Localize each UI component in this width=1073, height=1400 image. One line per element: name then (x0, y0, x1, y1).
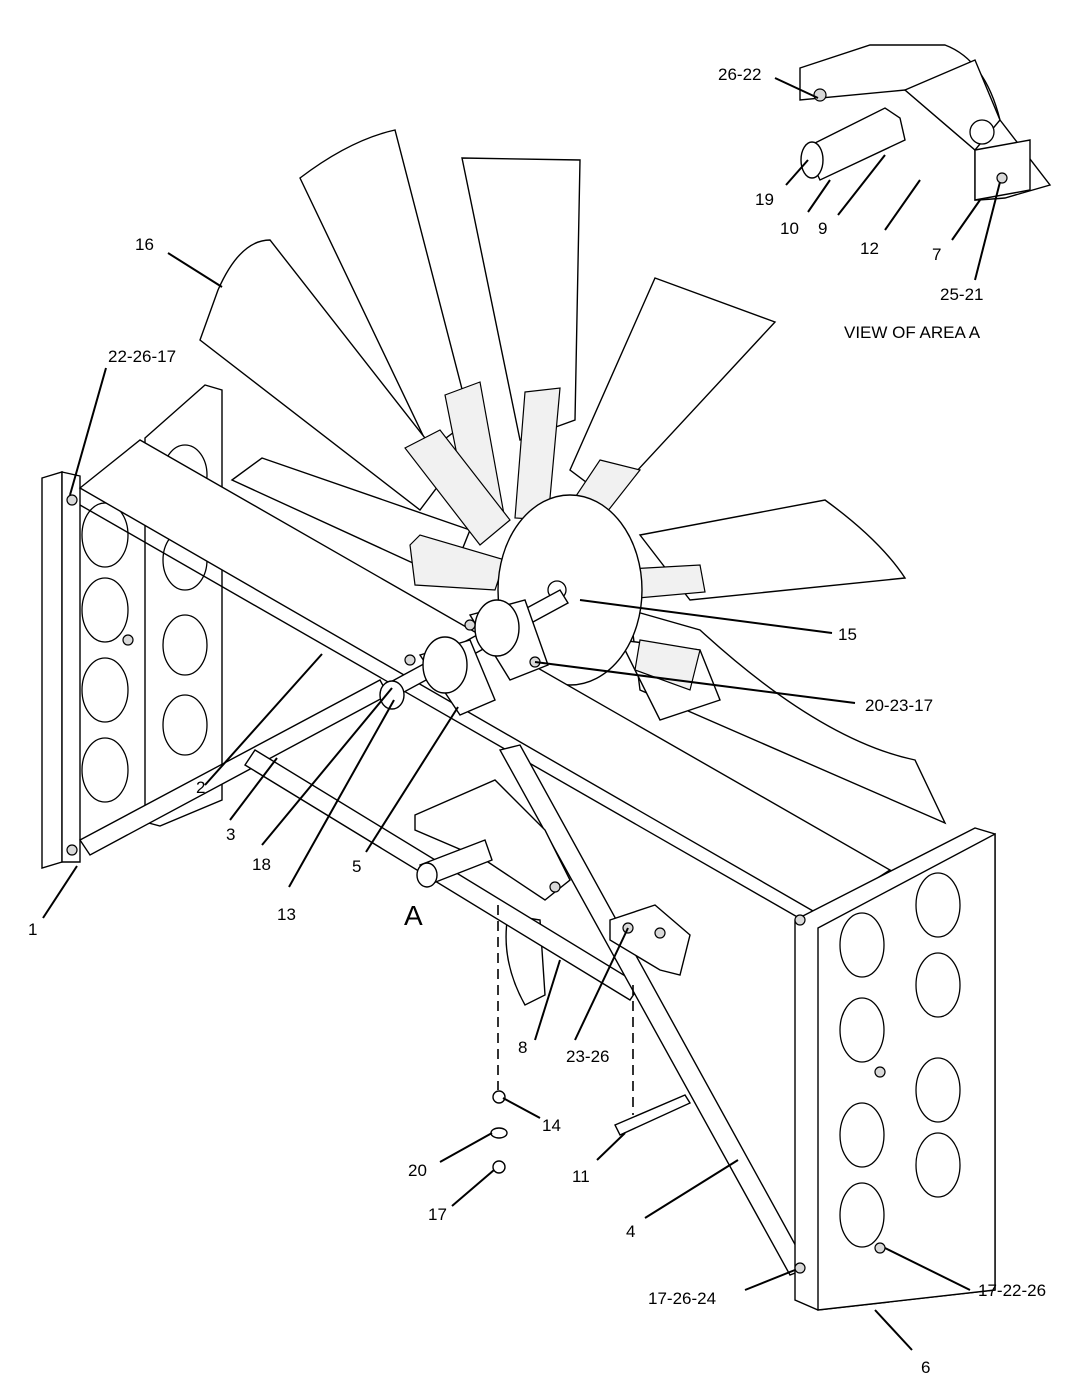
exploded-hardware (490, 905, 692, 1174)
area-a-marker: A (404, 900, 423, 931)
fan-blade (461, 157, 581, 441)
callout-16: 16 (135, 235, 154, 254)
fan-blade (199, 239, 451, 511)
callout-20-23-17: 20-23-17 (865, 696, 933, 715)
blade-root (404, 429, 511, 546)
callout-2: 2 (196, 778, 205, 797)
callout-19: 19 (755, 190, 774, 209)
callout-1: 1 (28, 920, 37, 939)
inset-view-area-a (799, 44, 1052, 201)
tensioner-bracket (609, 904, 691, 976)
callout-11: 11 (572, 1167, 590, 1186)
shaft-bearings (379, 589, 569, 716)
callout-7: 7 (932, 245, 941, 264)
bearing-housing (474, 599, 520, 657)
callout-23-26: 23-26 (566, 1047, 609, 1066)
nut (492, 1090, 506, 1104)
callout-17-22-26: 17-22-26 (978, 1281, 1046, 1300)
callout-22-26-17: 22-26-17 (108, 347, 176, 366)
callout-13: 13 (277, 905, 296, 924)
leader-lines (42, 77, 1001, 1351)
callout-9: 9 (818, 219, 827, 238)
fan-blades (199, 129, 947, 1006)
callout-5: 5 (352, 857, 361, 876)
shaft-end (379, 680, 405, 710)
callout-4: 4 (626, 1222, 635, 1241)
callout-25-21: 25-21 (940, 285, 983, 304)
callout-17: 17 (428, 1205, 447, 1224)
blade-root (634, 639, 701, 691)
callout-15: 15 (838, 625, 857, 644)
right-frame (794, 827, 996, 1311)
bearing-housing (422, 636, 468, 694)
idler-bracket (414, 779, 691, 976)
fan-blade (299, 129, 471, 452)
view-title: VIEW OF AREA A (844, 323, 981, 342)
washer (490, 1127, 508, 1139)
callout-26-22: 26-22 (718, 65, 761, 84)
callout-17-26-24: 17-26-24 (648, 1289, 716, 1308)
callout-10: 10 (780, 219, 799, 238)
callout-18: 18 (252, 855, 271, 874)
fan-blade (629, 609, 947, 825)
plate (614, 1094, 692, 1136)
callout-6: 6 (921, 1358, 930, 1377)
callout-3: 3 (226, 825, 235, 844)
callout-12: 12 (860, 239, 879, 258)
callout-14: 14 (542, 1116, 561, 1135)
nut (492, 1160, 506, 1174)
fan-blade (638, 499, 907, 601)
callout-labels: 26-22 19 10 9 12 7 25-21 VIEW OF AREA A … (28, 65, 1046, 1377)
callout-8: 8 (518, 1038, 527, 1057)
callout-20: 20 (408, 1161, 427, 1180)
